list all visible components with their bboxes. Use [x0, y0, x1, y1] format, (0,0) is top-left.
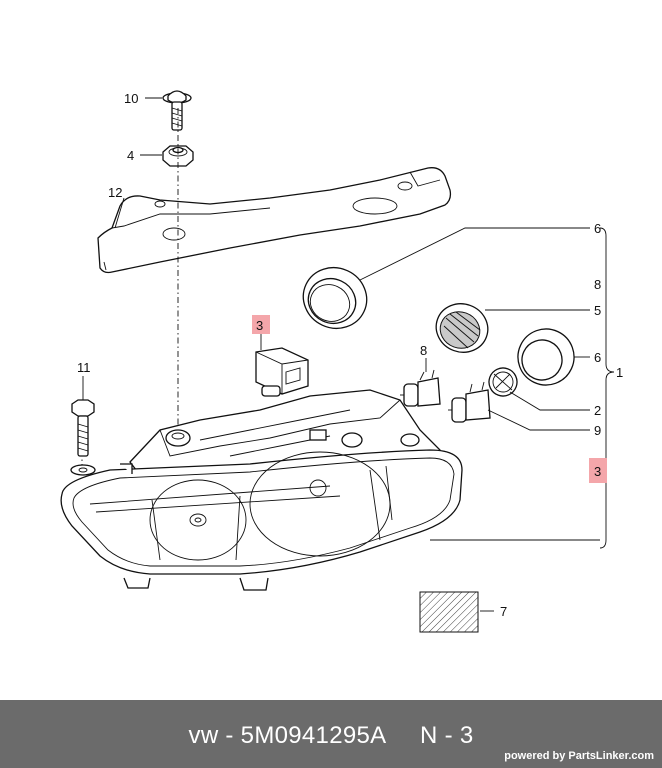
callout-3-highlight-right: [589, 458, 607, 483]
callout-10: 10: [124, 91, 138, 106]
callout-4: 4: [127, 148, 134, 163]
callout-8-left: 8: [420, 343, 427, 358]
assembly-brace: [599, 227, 615, 549]
screw-part-10: [162, 90, 192, 131]
callout-1: 1: [616, 365, 623, 380]
brand-link[interactable]: powered by PartsLinker.com: [504, 750, 654, 762]
callout-11: 11: [77, 360, 91, 375]
ring-part-2: [488, 367, 518, 397]
cap-part-6-left: [302, 266, 368, 330]
parts-diagram: 10 4 12 6 5 8 6: [60, 90, 623, 633]
callout-5: 5: [594, 303, 601, 318]
callout-7: 7: [500, 604, 507, 619]
material-part-7: [419, 591, 479, 633]
diagram-svg: 10 4 12 6 5 8 6: [60, 90, 623, 633]
control-unit-part-3: [255, 347, 309, 397]
callout-6-mid: 6: [594, 350, 601, 365]
bulb-part-9: [448, 381, 491, 423]
callout-6-top: 6: [594, 221, 601, 236]
headlamp-housing: [60, 389, 463, 591]
bracket-part-12: [97, 167, 452, 274]
callout-9: 9: [594, 423, 601, 438]
footer-bar: vw - 5M0941295A N - 3 powered by PartsLi…: [0, 700, 662, 768]
bolt-part-11: [70, 399, 96, 476]
callout-8-right: 8: [594, 277, 601, 292]
callout-3-right: 3: [594, 464, 601, 479]
callout-3-left: 3: [256, 318, 263, 333]
callout-12: 12: [108, 185, 122, 200]
callout-2: 2: [594, 403, 601, 418]
dust-cover-part-5: [435, 303, 489, 353]
cap-part-6-right: [517, 328, 575, 386]
bulb-part-8: [400, 369, 441, 407]
part-number-label: vw - 5M0941295A N - 3: [188, 722, 474, 749]
callout-3-highlight-left: [252, 315, 270, 334]
